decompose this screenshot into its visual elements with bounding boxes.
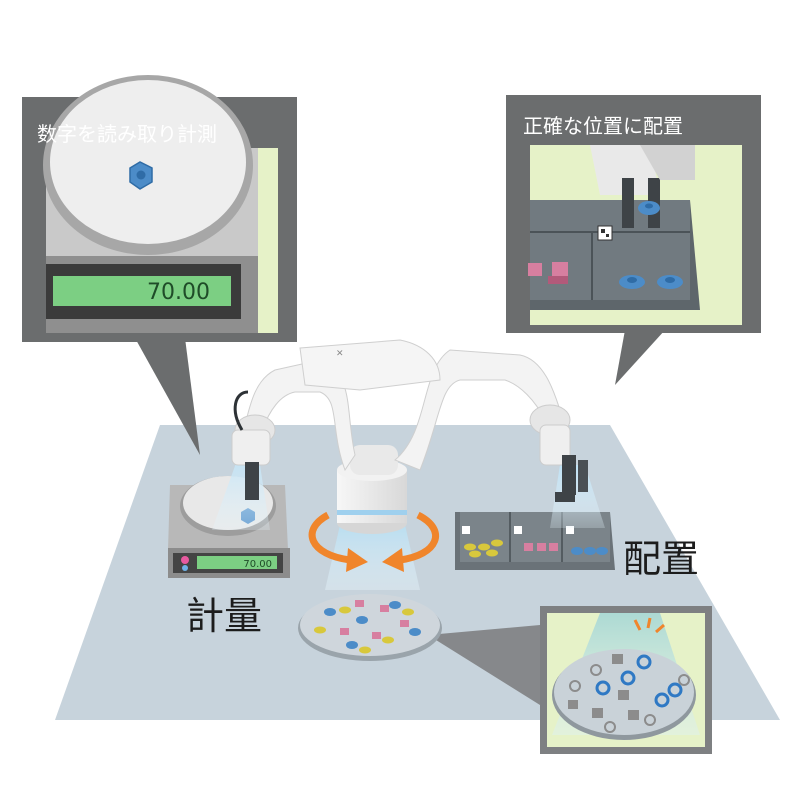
scale-readout: 70.00: [243, 559, 272, 570]
callout-readout-value: 70.00: [147, 280, 210, 305]
rotation-arrow-icon: [308, 511, 440, 572]
weighing-callout-pointer: [135, 338, 200, 455]
svg-text:✕: ✕: [336, 349, 344, 359]
weighing-label: 計量: [186, 594, 263, 638]
weighing-callout: 70.00: [22, 75, 297, 342]
robot-arm: ✕: [231, 339, 588, 590]
parts-detection-inset: [540, 606, 712, 754]
inset-callout-pointer: [428, 625, 540, 705]
placement-callout-pointer: [615, 330, 665, 385]
placement-callout-title: 正確な位置に配置: [523, 114, 683, 138]
parts-dish: [298, 594, 442, 661]
weighing-callout-title: 数字を読み取り計測: [37, 122, 217, 146]
placement-callout: [506, 95, 761, 333]
placement-label: 配置: [623, 537, 700, 581]
